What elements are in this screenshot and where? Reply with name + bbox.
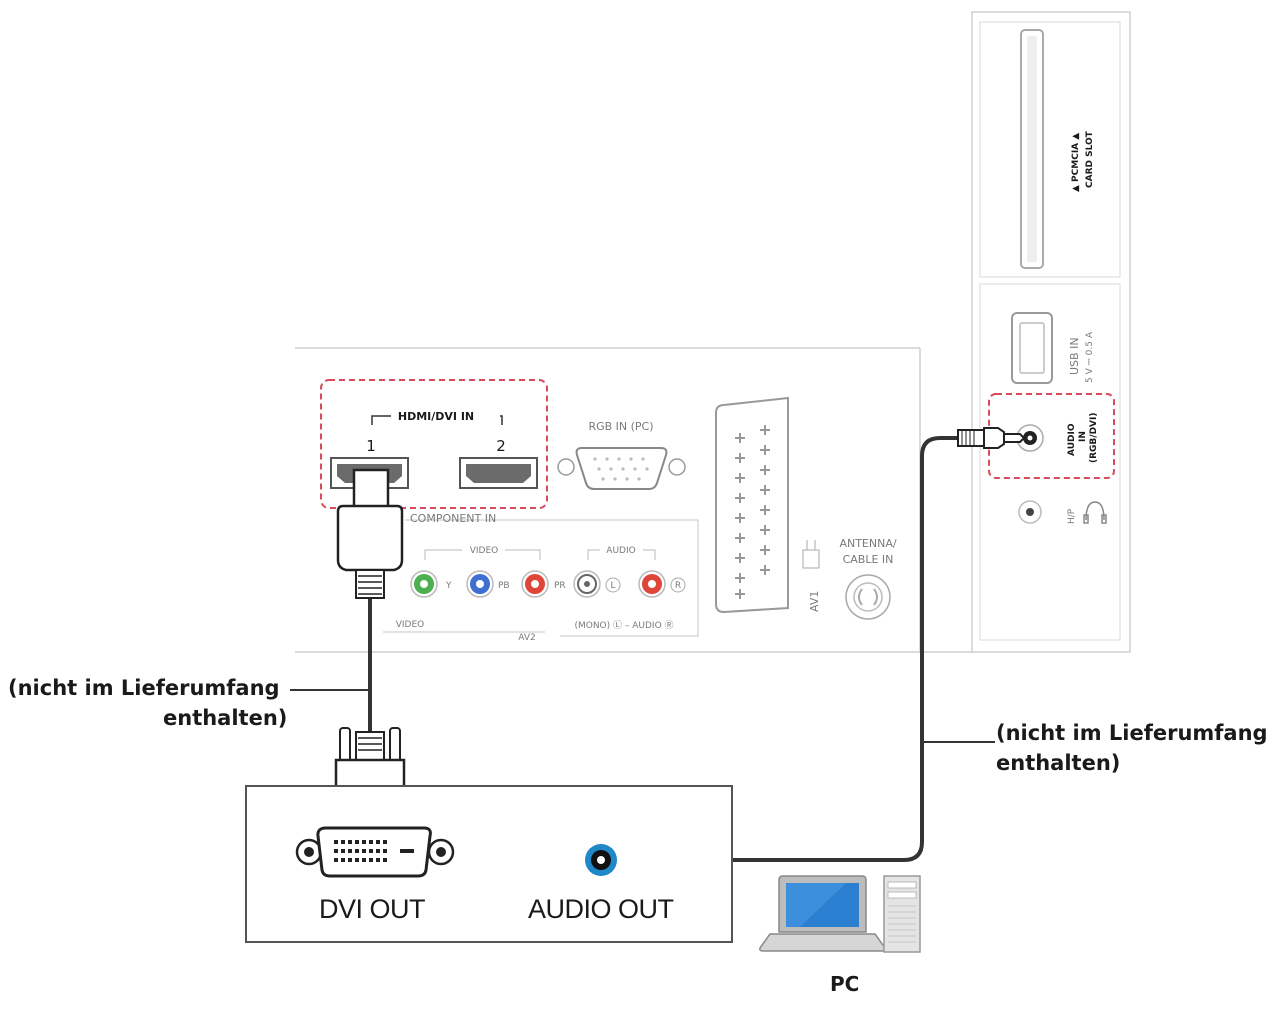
- dvi-out-port[interactable]: [295, 826, 455, 878]
- callout-right-line2: enthalten): [996, 751, 1121, 775]
- antenna-port[interactable]: [845, 574, 891, 620]
- tv-side-panel: ▲ PCMCIA ▲ CARD SLOT USB IN 5 V ⎓ 0.5 A …: [971, 11, 1131, 653]
- jack-y-label: Y: [445, 581, 452, 591]
- hdmi-port-1-label: 1: [366, 437, 376, 455]
- hdmi-dvi-cable: [334, 468, 406, 810]
- hdmi-port-2-icon: [466, 464, 531, 483]
- video-group-label: VIDEO: [470, 546, 499, 556]
- jack-l-label: L: [610, 581, 615, 591]
- jack-pb-label: PB: [498, 581, 510, 591]
- audio-in-label-line3: (RGB/DVI): [1089, 413, 1099, 463]
- headphone-port[interactable]: [1018, 500, 1042, 524]
- audio-out-port[interactable]: [585, 844, 617, 876]
- hdmi-dvi-in-label: HDMI/DVI IN: [398, 410, 474, 423]
- usb-power-label: 5 V ⎓ 0.5 A: [1085, 331, 1095, 383]
- tv-back-panel: HDMI/DVI IN 1 2 RGB IN (PC) COMPONENT IN…: [295, 347, 975, 653]
- desktop-tower-icon: [883, 875, 921, 953]
- callout-left-line1: (nicht im Lieferumfang: [8, 676, 280, 700]
- av2-label: AV2: [518, 633, 535, 643]
- rgb-in-port[interactable]: [557, 447, 686, 490]
- component-in-label: COMPONENT IN: [410, 512, 496, 525]
- pcmcia-label-line2: CARD SLOT: [1085, 130, 1095, 188]
- jack-y[interactable]: [410, 570, 438, 598]
- laptop-icon: [759, 875, 886, 952]
- hdmi-plug: [336, 468, 404, 599]
- pcmcia-label-line1: ▲ PCMCIA ▲: [1071, 133, 1081, 192]
- av1-plug-icon: [802, 540, 820, 569]
- jack-audio-r[interactable]: [638, 570, 666, 598]
- dvi-out-label: DVI OUT: [319, 894, 426, 924]
- audio-in-rgb-dvi-port[interactable]: [1016, 424, 1044, 452]
- jack-pr-label: PR: [554, 581, 566, 591]
- audio-plug-top: [957, 427, 1026, 449]
- audio-in-label-line1: AUDIO: [1067, 423, 1077, 456]
- usb-in-label: USB IN: [1068, 337, 1081, 375]
- audio-group-label: AUDIO: [606, 546, 635, 556]
- pc-connector-panel: [245, 785, 733, 943]
- mono-audio-label: (MONO) Ⓛ – AUDIO Ⓡ: [574, 620, 673, 631]
- audio-out-label: AUDIO OUT: [528, 894, 674, 924]
- audio-in-label-line2: IN: [1078, 431, 1088, 442]
- av2-video-label: VIDEO: [396, 620, 425, 630]
- scart-av1-port[interactable]: [715, 396, 789, 614]
- jack-pb[interactable]: [466, 570, 494, 598]
- usb-in-port[interactable]: [1011, 312, 1053, 384]
- headphone-label: H/P: [1067, 508, 1077, 524]
- callout-right-line1: (nicht im Lieferumfang: [996, 721, 1268, 745]
- headphone-icon: [1083, 501, 1107, 524]
- antenna-label-line1: ANTENNA/: [839, 537, 896, 550]
- hdmi-port-2-label: 2: [496, 437, 506, 455]
- audio-in-highlight-box: [988, 393, 1115, 479]
- jack-audio-l[interactable]: [573, 570, 601, 598]
- rgb-in-label: RGB IN (PC): [588, 420, 653, 433]
- jack-r-label: R: [675, 581, 681, 591]
- hdmi-highlight-box: [320, 379, 548, 509]
- callout-left-line2: enthalten): [163, 706, 288, 730]
- pc-label: PC: [830, 972, 860, 996]
- jack-pr[interactable]: [521, 570, 549, 598]
- antenna-label-line2: CABLE IN: [843, 553, 894, 566]
- av1-label: AV1: [808, 591, 821, 612]
